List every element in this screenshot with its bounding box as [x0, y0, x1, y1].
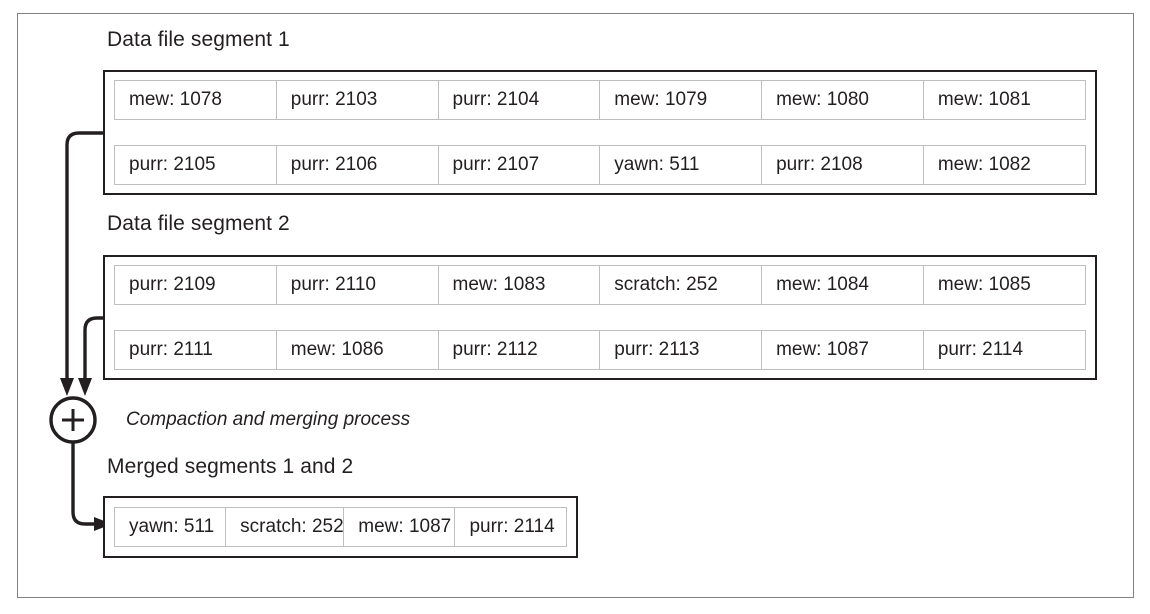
- list-item: purr: 2114: [922, 330, 1086, 370]
- list-item: mew: 1080: [761, 80, 925, 120]
- list-item: mew: 1084: [761, 265, 925, 305]
- list-item: mew: 1087: [343, 507, 456, 547]
- list-item: mew: 1087: [761, 330, 925, 370]
- list-item: mew: 1082: [922, 145, 1086, 185]
- table-row: purr: 2109 purr: 2110 mew: 1083 scratch:…: [114, 265, 1086, 305]
- table-row: yawn: 511 scratch: 252 mew: 1087 purr: 2…: [114, 507, 568, 547]
- compaction-process-caption: Compaction and merging process: [126, 409, 411, 430]
- merged-title: Merged segments 1 and 2: [107, 455, 354, 478]
- table-row: mew: 1078 purr: 2103 purr: 2104 mew: 107…: [114, 80, 1086, 120]
- list-item: purr: 2106: [275, 145, 439, 185]
- list-item: purr: 2105: [114, 145, 278, 185]
- segment1-box: mew: 1078 purr: 2103 purr: 2104 mew: 107…: [103, 70, 1097, 195]
- list-item: purr: 2113: [599, 330, 763, 370]
- list-item: mew: 1079: [599, 80, 763, 120]
- segment1-rows: mew: 1078 purr: 2103 purr: 2104 mew: 107…: [105, 72, 1095, 193]
- list-item: yawn: 511: [599, 145, 763, 185]
- list-item: purr: 2110: [275, 265, 439, 305]
- list-item: purr: 2104: [437, 80, 601, 120]
- list-item: scratch: 252: [225, 507, 345, 547]
- merged-box: yawn: 511 scratch: 252 mew: 1087 purr: 2…: [103, 496, 578, 558]
- list-item: purr: 2103: [275, 80, 439, 120]
- list-item: purr: 2107: [437, 145, 601, 185]
- list-item: mew: 1085: [922, 265, 1086, 305]
- list-item: mew: 1086: [275, 330, 439, 370]
- list-item: mew: 1078: [114, 80, 278, 120]
- segment2-rows: purr: 2109 purr: 2110 mew: 1083 scratch:…: [105, 257, 1095, 378]
- list-item: purr: 2108: [761, 145, 925, 185]
- list-item: purr: 2111: [114, 330, 278, 370]
- list-item: scratch: 252: [599, 265, 763, 305]
- segment2-box: purr: 2109 purr: 2110 mew: 1083 scratch:…: [103, 255, 1097, 380]
- list-item: mew: 1081: [922, 80, 1086, 120]
- table-row: purr: 2105 purr: 2106 purr: 2107 yawn: 5…: [114, 145, 1086, 185]
- list-item: mew: 1083: [437, 265, 601, 305]
- table-row: purr: 2111 mew: 1086 purr: 2112 purr: 21…: [114, 330, 1086, 370]
- list-item: purr: 2114: [454, 507, 568, 547]
- list-item: yawn: 511: [114, 507, 227, 547]
- merged-rows: yawn: 511 scratch: 252 mew: 1087 purr: 2…: [105, 498, 576, 556]
- segment1-title: Data file segment 1: [107, 28, 290, 51]
- segment2-title: Data file segment 2: [107, 212, 290, 235]
- list-item: purr: 2112: [437, 330, 601, 370]
- list-item: purr: 2109: [114, 265, 278, 305]
